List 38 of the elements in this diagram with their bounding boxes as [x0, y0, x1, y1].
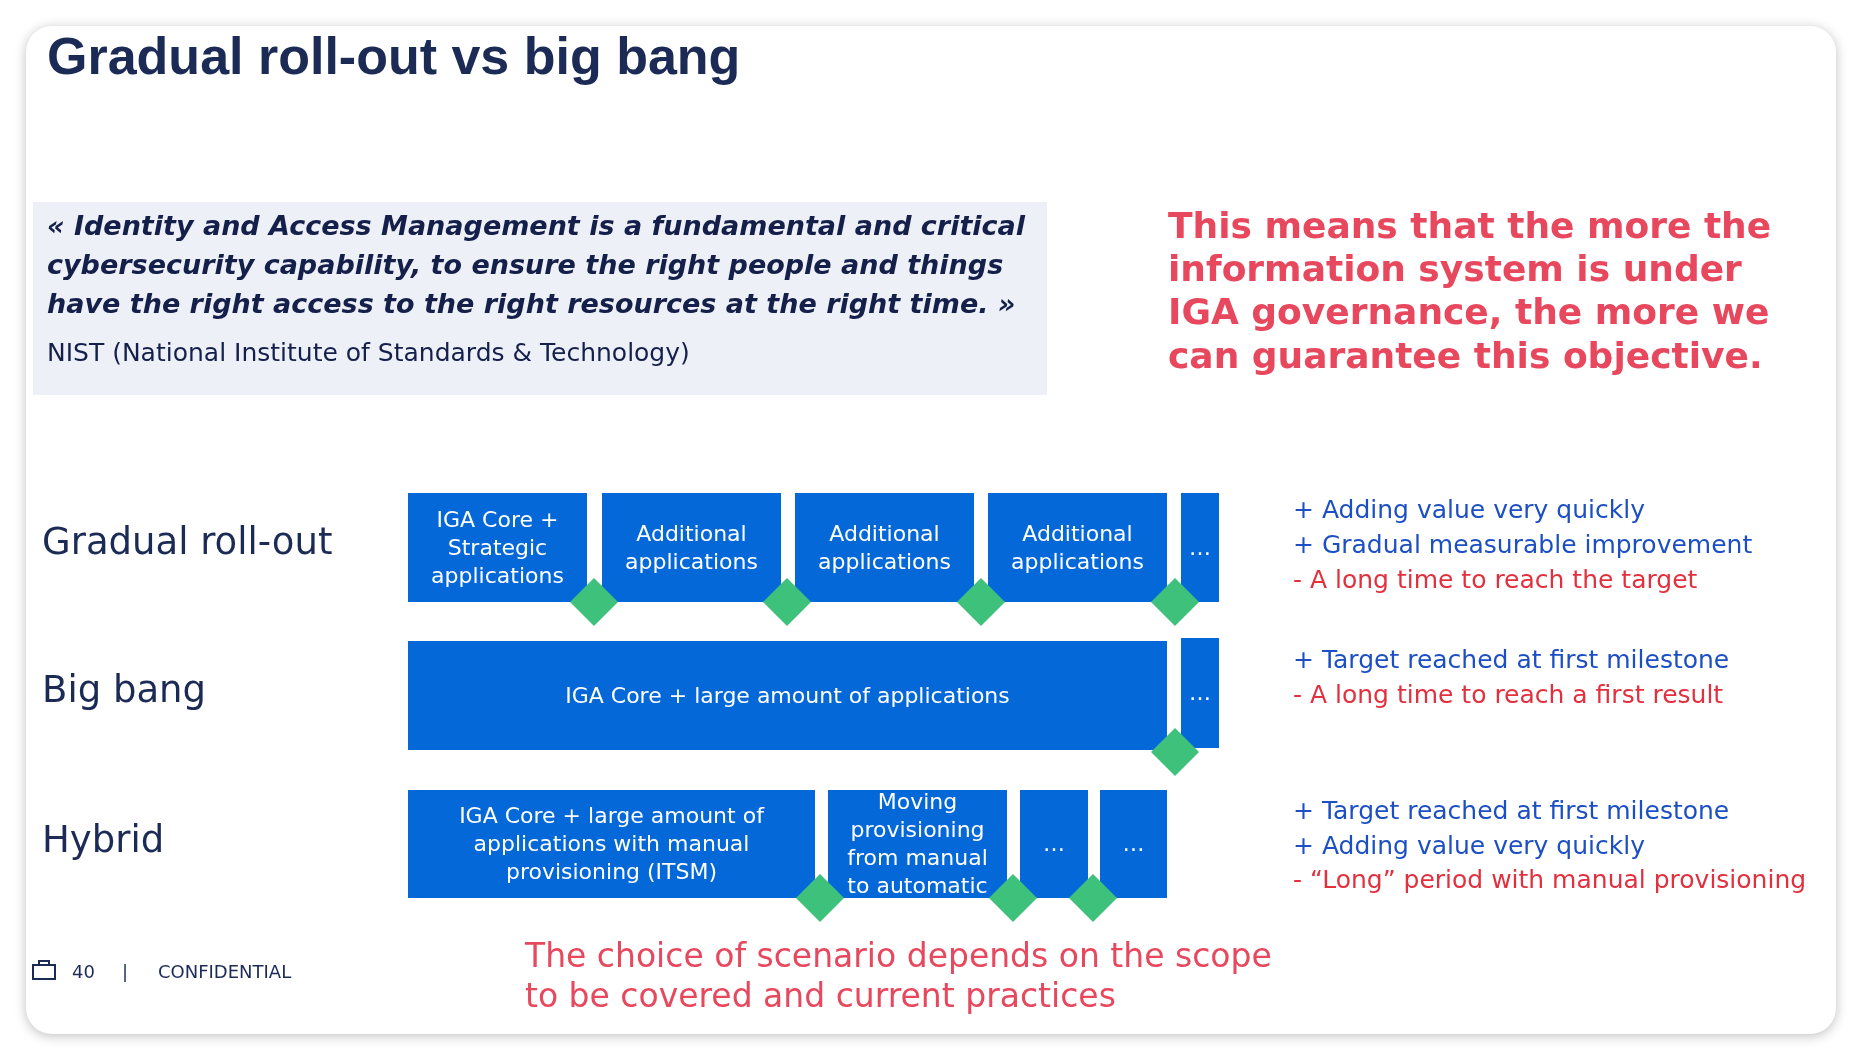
advantage-text: + Target reached at first milestone [1293, 796, 1730, 825]
milestone-diamond [763, 578, 811, 626]
phase-box: IGA Core + large amount of applications with manual provisioning (ITSM) [408, 790, 815, 898]
phase-box: Additional applications [988, 493, 1167, 602]
phase-box: Additional applications [795, 493, 974, 602]
separator-text: | [122, 961, 129, 982]
key-message: This means that the more the information system is under IGA governance, the more we can guarantee this objective. [1168, 204, 1773, 377]
row-label: Big bang [42, 668, 206, 711]
milestone-diamond [1069, 874, 1117, 922]
quote-source: NIST (National Institute of Standards & Technology) [47, 338, 690, 367]
advantage-text: + Adding value very quickly [1293, 831, 1645, 860]
ellipsis-box: … [1100, 790, 1167, 898]
milestone-diamond [957, 578, 1005, 626]
drawback-text: - “Long” period with manual provisioning [1293, 865, 1807, 894]
slide-title: Gradual roll-out vs big bang [47, 26, 741, 86]
quote-text: « Identity and Access Management is a fundamental and critical cybersecurity capability, to ensure the right people and things have the right access to the right resources at the right time. » [47, 209, 1027, 321]
milestone-diamond [570, 578, 618, 626]
conclusion-text: The choice of scenario depends on the scope to be covered and current practices [525, 936, 1273, 1016]
phase-box: IGA Core + Strategic applications [408, 493, 587, 602]
phase-box: Moving provisioning from manual to automatic [828, 790, 1007, 898]
drawback-text: - A long time to reach a first result [1293, 680, 1724, 709]
ellipsis-box: … [1020, 790, 1088, 898]
row-label: Hybrid [42, 818, 165, 861]
advantage-text: + Target reached at first milestone [1293, 645, 1730, 674]
advantage-text: + Gradual measurable improvement [1293, 530, 1753, 559]
milestone-diamond [989, 874, 1037, 922]
milestone-diamond [1151, 578, 1199, 626]
advantage-text: + Adding value very quickly [1293, 495, 1645, 524]
confidentiality-note: CONFIDENTIAL [158, 961, 292, 982]
milestone-diamond [1151, 728, 1199, 776]
page-number: 40 [72, 961, 95, 982]
ellipsis-box: … [1181, 638, 1219, 748]
ellipsis-box: … [1181, 493, 1219, 602]
phase-box: IGA Core + large amount of applications [408, 641, 1167, 750]
milestone-diamond [796, 874, 844, 922]
phase-box: Additional applications [602, 493, 781, 602]
drawback-text: - A long time to reach the target [1293, 565, 1698, 594]
row-label: Gradual roll-out [42, 520, 333, 563]
